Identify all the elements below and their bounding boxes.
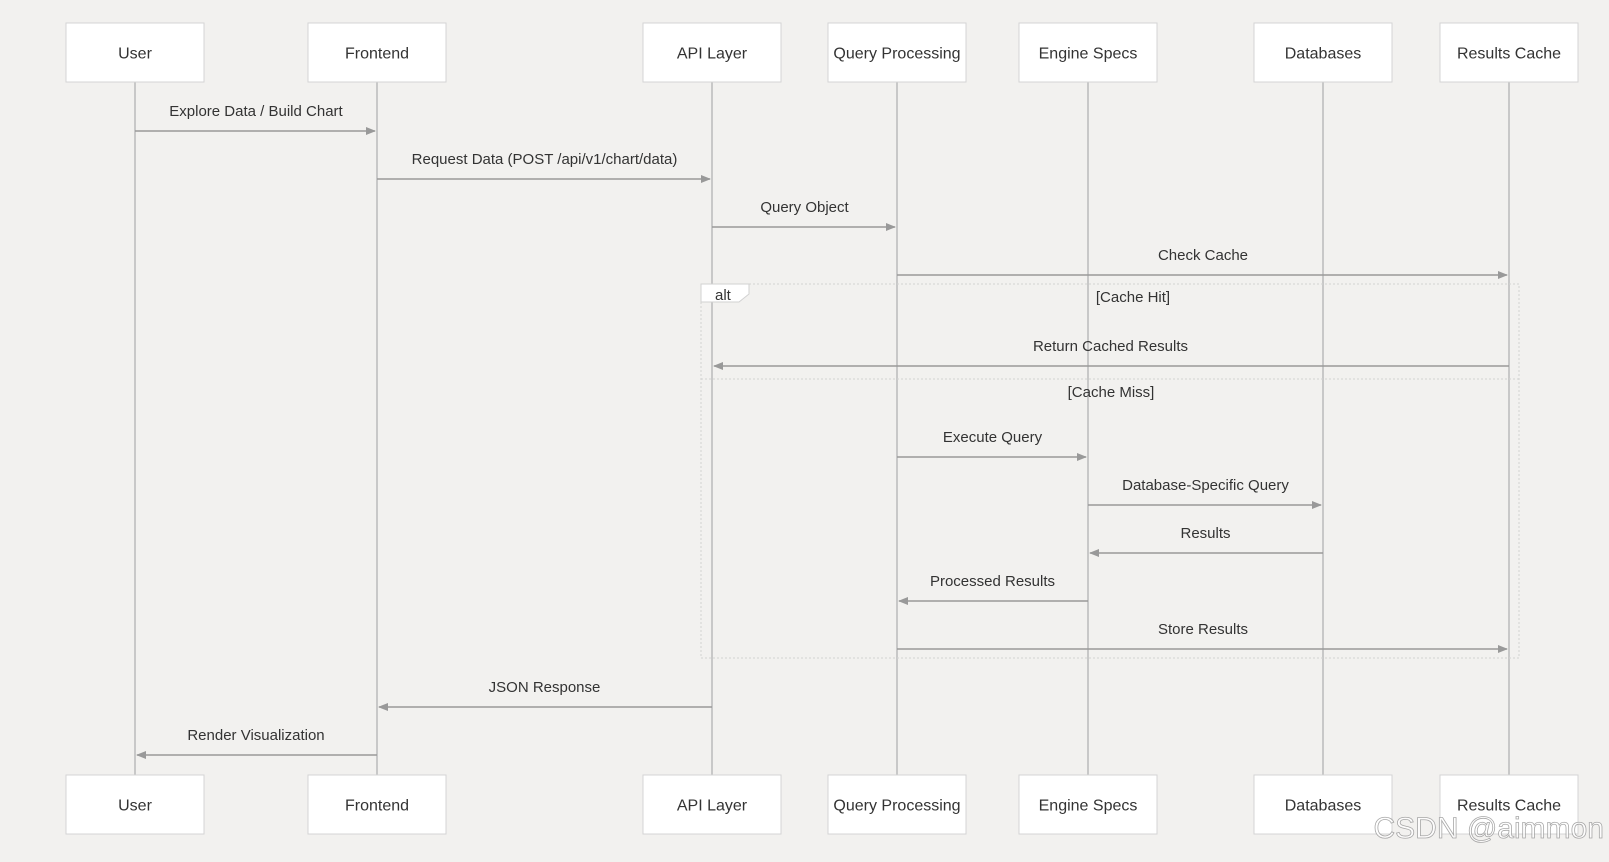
participant-box xyxy=(307,22,447,83)
participant-box xyxy=(1018,774,1158,835)
participant-box xyxy=(642,774,782,835)
participant-label: Query Processing xyxy=(833,798,960,815)
participant-box xyxy=(65,774,205,835)
message-label: Query Object xyxy=(760,199,849,216)
message-label: Database-Specific Query xyxy=(1122,477,1289,494)
participant-cache-top[interactable]: Results Cache xyxy=(1439,22,1579,83)
lifelines xyxy=(134,82,1510,775)
condition-cache-miss: [Cache Miss] xyxy=(1068,384,1155,401)
participant-db-top[interactable]: Databases xyxy=(1253,22,1393,83)
participant-label: Query Processing xyxy=(833,46,960,63)
participant-box xyxy=(1439,774,1579,835)
participant-box xyxy=(1439,22,1579,83)
participant-label: Frontend xyxy=(345,798,409,815)
message-9: Processed Results xyxy=(898,573,1088,605)
message-label: Explore Data / Build Chart xyxy=(169,103,343,120)
participant-api-top[interactable]: API Layer xyxy=(642,22,782,83)
message-2: Request Data (POST /api/v1/chart/data) xyxy=(377,151,711,183)
participant-frontend-bottom[interactable]: Frontend xyxy=(307,774,447,835)
message-5: Return Cached Results xyxy=(713,338,1509,370)
message-3: Query Object xyxy=(712,199,896,231)
participant-label: Engine Specs xyxy=(1039,798,1138,815)
participant-box xyxy=(65,22,205,83)
participant-cache-bottom[interactable]: Results Cache xyxy=(1439,774,1579,835)
participant-label: API Layer xyxy=(677,46,748,63)
participant-db-bottom[interactable]: Databases xyxy=(1253,774,1393,835)
participant-qp-bottom[interactable]: Query Processing xyxy=(827,774,967,835)
message-label: Check Cache xyxy=(1158,247,1248,264)
message-8: Results xyxy=(1089,525,1323,557)
alt-frame-tag xyxy=(700,283,750,303)
message-label: Return Cached Results xyxy=(1033,338,1188,355)
alt-frame-border xyxy=(700,283,1520,659)
message-label: Execute Query xyxy=(943,429,1043,446)
participant-label: User xyxy=(118,798,152,815)
participant-label: Results Cache xyxy=(1457,798,1561,815)
message-7: Database-Specific Query xyxy=(1088,477,1322,509)
participant-frontend-top[interactable]: Frontend xyxy=(307,22,447,83)
message-12: Render Visualization xyxy=(136,727,377,759)
participant-box xyxy=(827,774,967,835)
message-4: Check Cache xyxy=(897,247,1508,279)
participant-label: Databases xyxy=(1285,798,1362,815)
participant-user-bottom[interactable]: User xyxy=(65,774,205,835)
participant-label: User xyxy=(118,46,152,63)
message-label: Render Visualization xyxy=(187,727,324,744)
participant-box xyxy=(827,22,967,83)
participant-label: Results Cache xyxy=(1457,46,1561,63)
message-label: Processed Results xyxy=(930,573,1055,590)
participant-api-bottom[interactable]: API Layer xyxy=(642,774,782,835)
participant-user-top[interactable]: User xyxy=(65,22,205,83)
condition-cache-hit: [Cache Hit] xyxy=(1096,289,1170,306)
participant-engine-bottom[interactable]: Engine Specs xyxy=(1018,774,1158,835)
participant-label: API Layer xyxy=(677,798,748,815)
participant-box xyxy=(1253,22,1393,83)
participant-label: Frontend xyxy=(345,46,409,63)
participant-box xyxy=(1253,774,1393,835)
message-label: Store Results xyxy=(1158,621,1248,638)
message-11: JSON Response xyxy=(378,679,712,711)
participant-label: Databases xyxy=(1285,46,1362,63)
participant-engine-top[interactable]: Engine Specs xyxy=(1018,22,1158,83)
participant-label: Engine Specs xyxy=(1039,46,1138,63)
participant-qp-top[interactable]: Query Processing xyxy=(827,22,967,83)
message-label: Request Data (POST /api/v1/chart/data) xyxy=(412,151,678,168)
message-1: Explore Data / Build Chart xyxy=(135,103,376,135)
watermark-text: CSDN @aimmon xyxy=(1374,812,1605,845)
message-6: Execute Query xyxy=(897,429,1087,461)
message-label: JSON Response xyxy=(489,679,601,696)
alt-frame: alt [Cache Hit] [Cache Miss] xyxy=(700,283,1520,659)
message-10: Store Results xyxy=(897,621,1508,653)
message-label: Results xyxy=(1180,525,1230,542)
participant-box xyxy=(1018,22,1158,83)
participant-box xyxy=(642,22,782,83)
participant-box xyxy=(307,774,447,835)
alt-frame-tag-label: alt xyxy=(715,287,732,304)
